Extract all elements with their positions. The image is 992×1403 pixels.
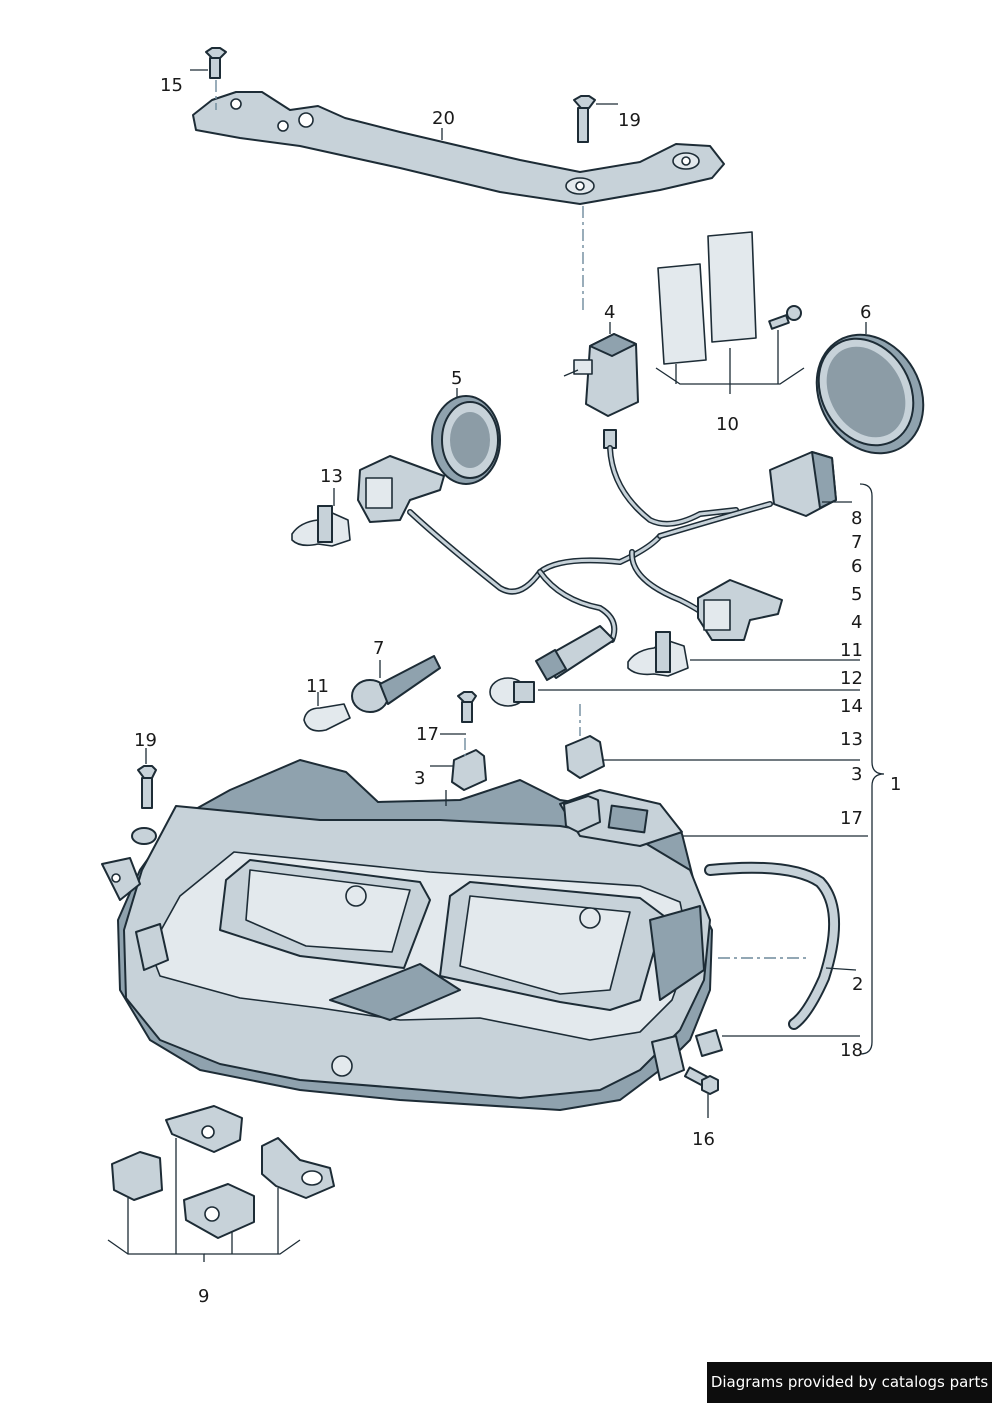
callout-7-list: 7: [851, 532, 862, 553]
callout-19-left: 19: [134, 730, 157, 751]
cover-cap: [815, 333, 925, 455]
callout-6-top: 6: [860, 302, 871, 323]
callout-13-top: 13: [320, 466, 343, 487]
screw-17: [440, 691, 477, 735]
callout-3-list: 3: [851, 764, 862, 785]
callout-6-list: 6: [851, 556, 862, 577]
wiring-harness: [357, 451, 852, 682]
callout-14: 14: [840, 696, 863, 717]
callout-2: 2: [852, 974, 863, 995]
callout-3-left: 3: [414, 768, 425, 789]
callout-4-top: 4: [604, 302, 615, 323]
callout-15: 15: [160, 75, 183, 96]
clip-3-right: [565, 735, 860, 779]
credit-banner: Diagrams provided by catalogs parts: [707, 1362, 992, 1403]
callout-19-top: 19: [618, 110, 641, 131]
callout-5-list: 5: [851, 584, 862, 605]
callout-labels: 15 20 19 4 6 5 10 13 8 7 6 5 4 7 11 12 1…: [134, 75, 901, 1307]
group-brace-1: [859, 483, 885, 1055]
bulb-socket-ring: [431, 395, 501, 485]
callout-16: 16: [692, 1129, 715, 1150]
callout-7: 7: [373, 638, 384, 659]
callout-5-top: 5: [451, 368, 462, 389]
callout-1: 1: [890, 774, 901, 795]
callout-17-list: 17: [840, 808, 863, 829]
callout-12: 12: [840, 668, 863, 689]
callout-10: 10: [716, 414, 739, 435]
screw-15: [190, 47, 227, 79]
clip-18: [695, 1029, 860, 1057]
socket-7: [351, 655, 441, 713]
bulb-13: [291, 488, 351, 547]
callout-4-list: 4: [851, 612, 862, 633]
callout-11-list: 11: [840, 640, 863, 661]
mounting-bracket: [192, 91, 725, 205]
seal-strip: [704, 861, 857, 1030]
bulb-14: [489, 677, 860, 707]
screw-16: [683, 1066, 719, 1118]
callout-11-left: 11: [306, 676, 329, 697]
screw-19-top: [573, 95, 618, 143]
callout-17-left: 17: [416, 724, 439, 745]
gasket-set: [655, 231, 805, 394]
headlight-housing: [101, 759, 868, 1111]
callout-20: 20: [432, 108, 455, 129]
repair-bracket-kit: [107, 1105, 335, 1262]
callout-9: 9: [198, 1286, 209, 1307]
callout-13-list: 13: [840, 729, 863, 750]
callout-18: 18: [840, 1040, 863, 1061]
leveling-motor: [563, 333, 739, 527]
screw-19-left: [131, 748, 157, 845]
bulb-11-right: [627, 631, 860, 677]
bulb-11-left: [303, 692, 351, 732]
clip-3-left: [430, 749, 487, 791]
callout-8: 8: [851, 508, 862, 529]
